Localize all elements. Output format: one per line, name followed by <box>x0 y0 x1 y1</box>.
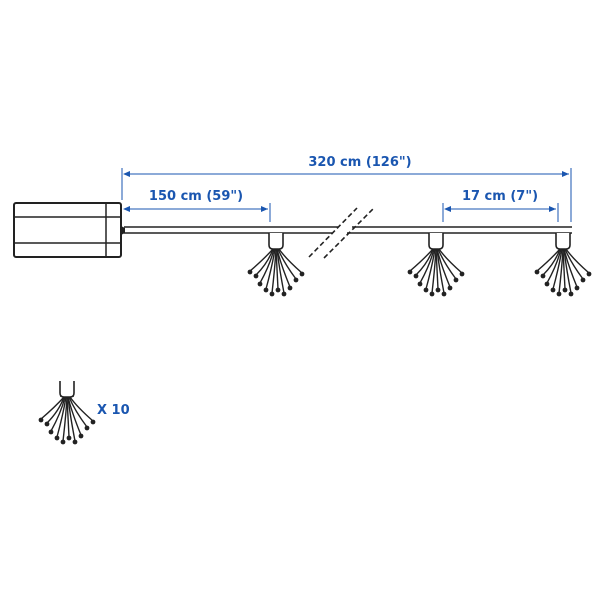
total-length-label: 320 cm (126") <box>308 155 411 170</box>
light-cluster-icon <box>37 380 97 446</box>
break-marks <box>308 207 375 259</box>
dimension-total: 320 cm (126") <box>121 155 572 222</box>
light-cluster <box>533 232 593 298</box>
light-cluster <box>246 232 306 298</box>
dimension-spacing: 17 cm (7") <box>442 189 559 222</box>
first-segment-label: 150 cm (59") <box>149 189 243 204</box>
cable <box>124 226 572 234</box>
dimension-first-segment: 150 cm (59") <box>123 189 271 222</box>
quantity-label: X 10 <box>97 403 130 418</box>
light-cluster <box>406 232 466 298</box>
legend: X 10 <box>37 380 130 446</box>
spacing-label: 17 cm (7") <box>462 189 538 204</box>
battery-box <box>13 202 125 258</box>
